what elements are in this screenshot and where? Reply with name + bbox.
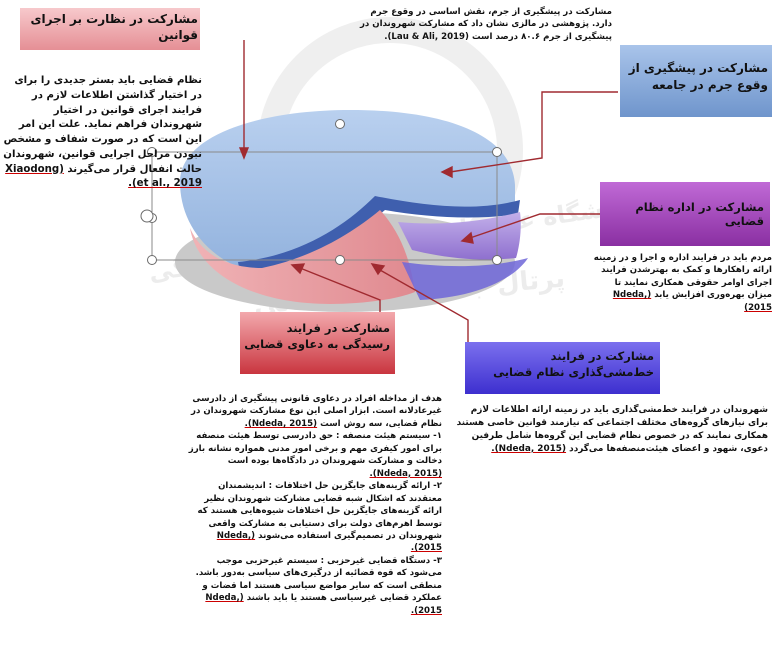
selection-frame xyxy=(151,151,498,261)
oversight-box xyxy=(20,8,200,50)
litigation-intro: هدف از مداخله افراد در دعاوی قانونی پیشگ… xyxy=(188,393,442,430)
prevention-paragraph: مشارکت در پیشگیری از جرم، نقش اساسی در و… xyxy=(350,6,612,43)
prevention-text: مشارکت در پیشگیری از جرم، نقش اساسی در و… xyxy=(359,7,612,42)
litigation-intro-text: هدف از مداخله افراد در دعاوی قانونی پیشگ… xyxy=(191,394,442,429)
prevention-title: مشارکت در پیشگیری از وقوع جرم در جامعه xyxy=(628,61,768,93)
litigation-item-2-citation: (Ndeda, 2015). xyxy=(216,530,442,554)
oversight-citation: (Xiaodong et al., 2019). xyxy=(5,163,202,190)
litigation-box xyxy=(240,312,395,374)
litigation-item-1-citation: (Ndeda, 2015). xyxy=(369,468,442,479)
litigation-item-3: ۳- دستگاه قضایی غیرحزبی : سیستم غیرحزبی … xyxy=(188,555,442,617)
administration-citation: (Ndeda, 2015) xyxy=(612,290,772,313)
litigation-intro-citation: (Ndeda, 2015). xyxy=(244,418,318,429)
litigation-item-1: ۱- سیستم هیئت منصفه : حق دادرسی توسط هیئ… xyxy=(188,430,442,480)
policy-box xyxy=(465,342,660,394)
policy-title: مشارکت در فرایند خط‌مشی‌گذاری نظام قضایی xyxy=(493,349,654,380)
oversight-text: نظام قضایی باید بستر جدیدی را برای در اخ… xyxy=(3,75,202,175)
policy-citation: (Ndeda, 2015). xyxy=(491,443,567,454)
oversight-paragraph: نظام قضایی باید بستر جدیدی را برای در اخ… xyxy=(2,74,202,192)
rotate-handle xyxy=(140,209,154,223)
litigation-item-1-text: ۱- سیستم هیئت منصفه : حق دادرسی توسط هیئ… xyxy=(188,431,442,467)
administration-box xyxy=(600,182,770,246)
pie-sector-red xyxy=(190,210,415,304)
pie-ridge xyxy=(238,196,520,272)
litigation-item-2-text: ۲- ارائه گزینه‌های جایگزین حل اختلافات :… xyxy=(197,481,442,541)
pie-sector-purple xyxy=(398,212,521,260)
litigation-item-3-text: ۳- دستگاه قضایی غیرحزبی : سیستم غیرحزبی … xyxy=(195,555,442,604)
administration-paragraph: مردم باید در فرایند اداره و اجرا و در زم… xyxy=(590,252,772,314)
administration-title: مشارکت در اداره نظام قضایی xyxy=(635,200,764,228)
pie-sector-purple-lower xyxy=(402,258,528,300)
litigation-item-2: ۲- ارائه گزینه‌های جایگزین حل اختلافات :… xyxy=(188,480,442,555)
administration-text: مردم باید در فرایند اداره و اجرا و در زم… xyxy=(593,253,772,301)
pie-sector-blue xyxy=(180,110,515,268)
litigation-paragraph: هدف از مداخله افراد در دعاوی قانونی پیشگ… xyxy=(188,393,442,617)
policy-paragraph: شهروندان در فرایند خط‌مشی‌گذاری باید در … xyxy=(452,404,768,456)
litigation-item-3-citation: (Ndeda, 2015). xyxy=(205,593,442,616)
prevention-citation: (Lau & Ali, 2019). xyxy=(384,31,469,42)
oversight-title: مشارکت در نظارت بر اجرای قوانین xyxy=(30,12,199,43)
policy-text: شهروندان در فرایند خط‌مشی‌گذاری باید در … xyxy=(456,405,768,454)
prevention-box xyxy=(620,45,772,117)
connector-arrows xyxy=(238,40,618,362)
litigation-title: مشارکت در فرایند رسیدگی به دعاوی قضایی xyxy=(244,321,390,352)
